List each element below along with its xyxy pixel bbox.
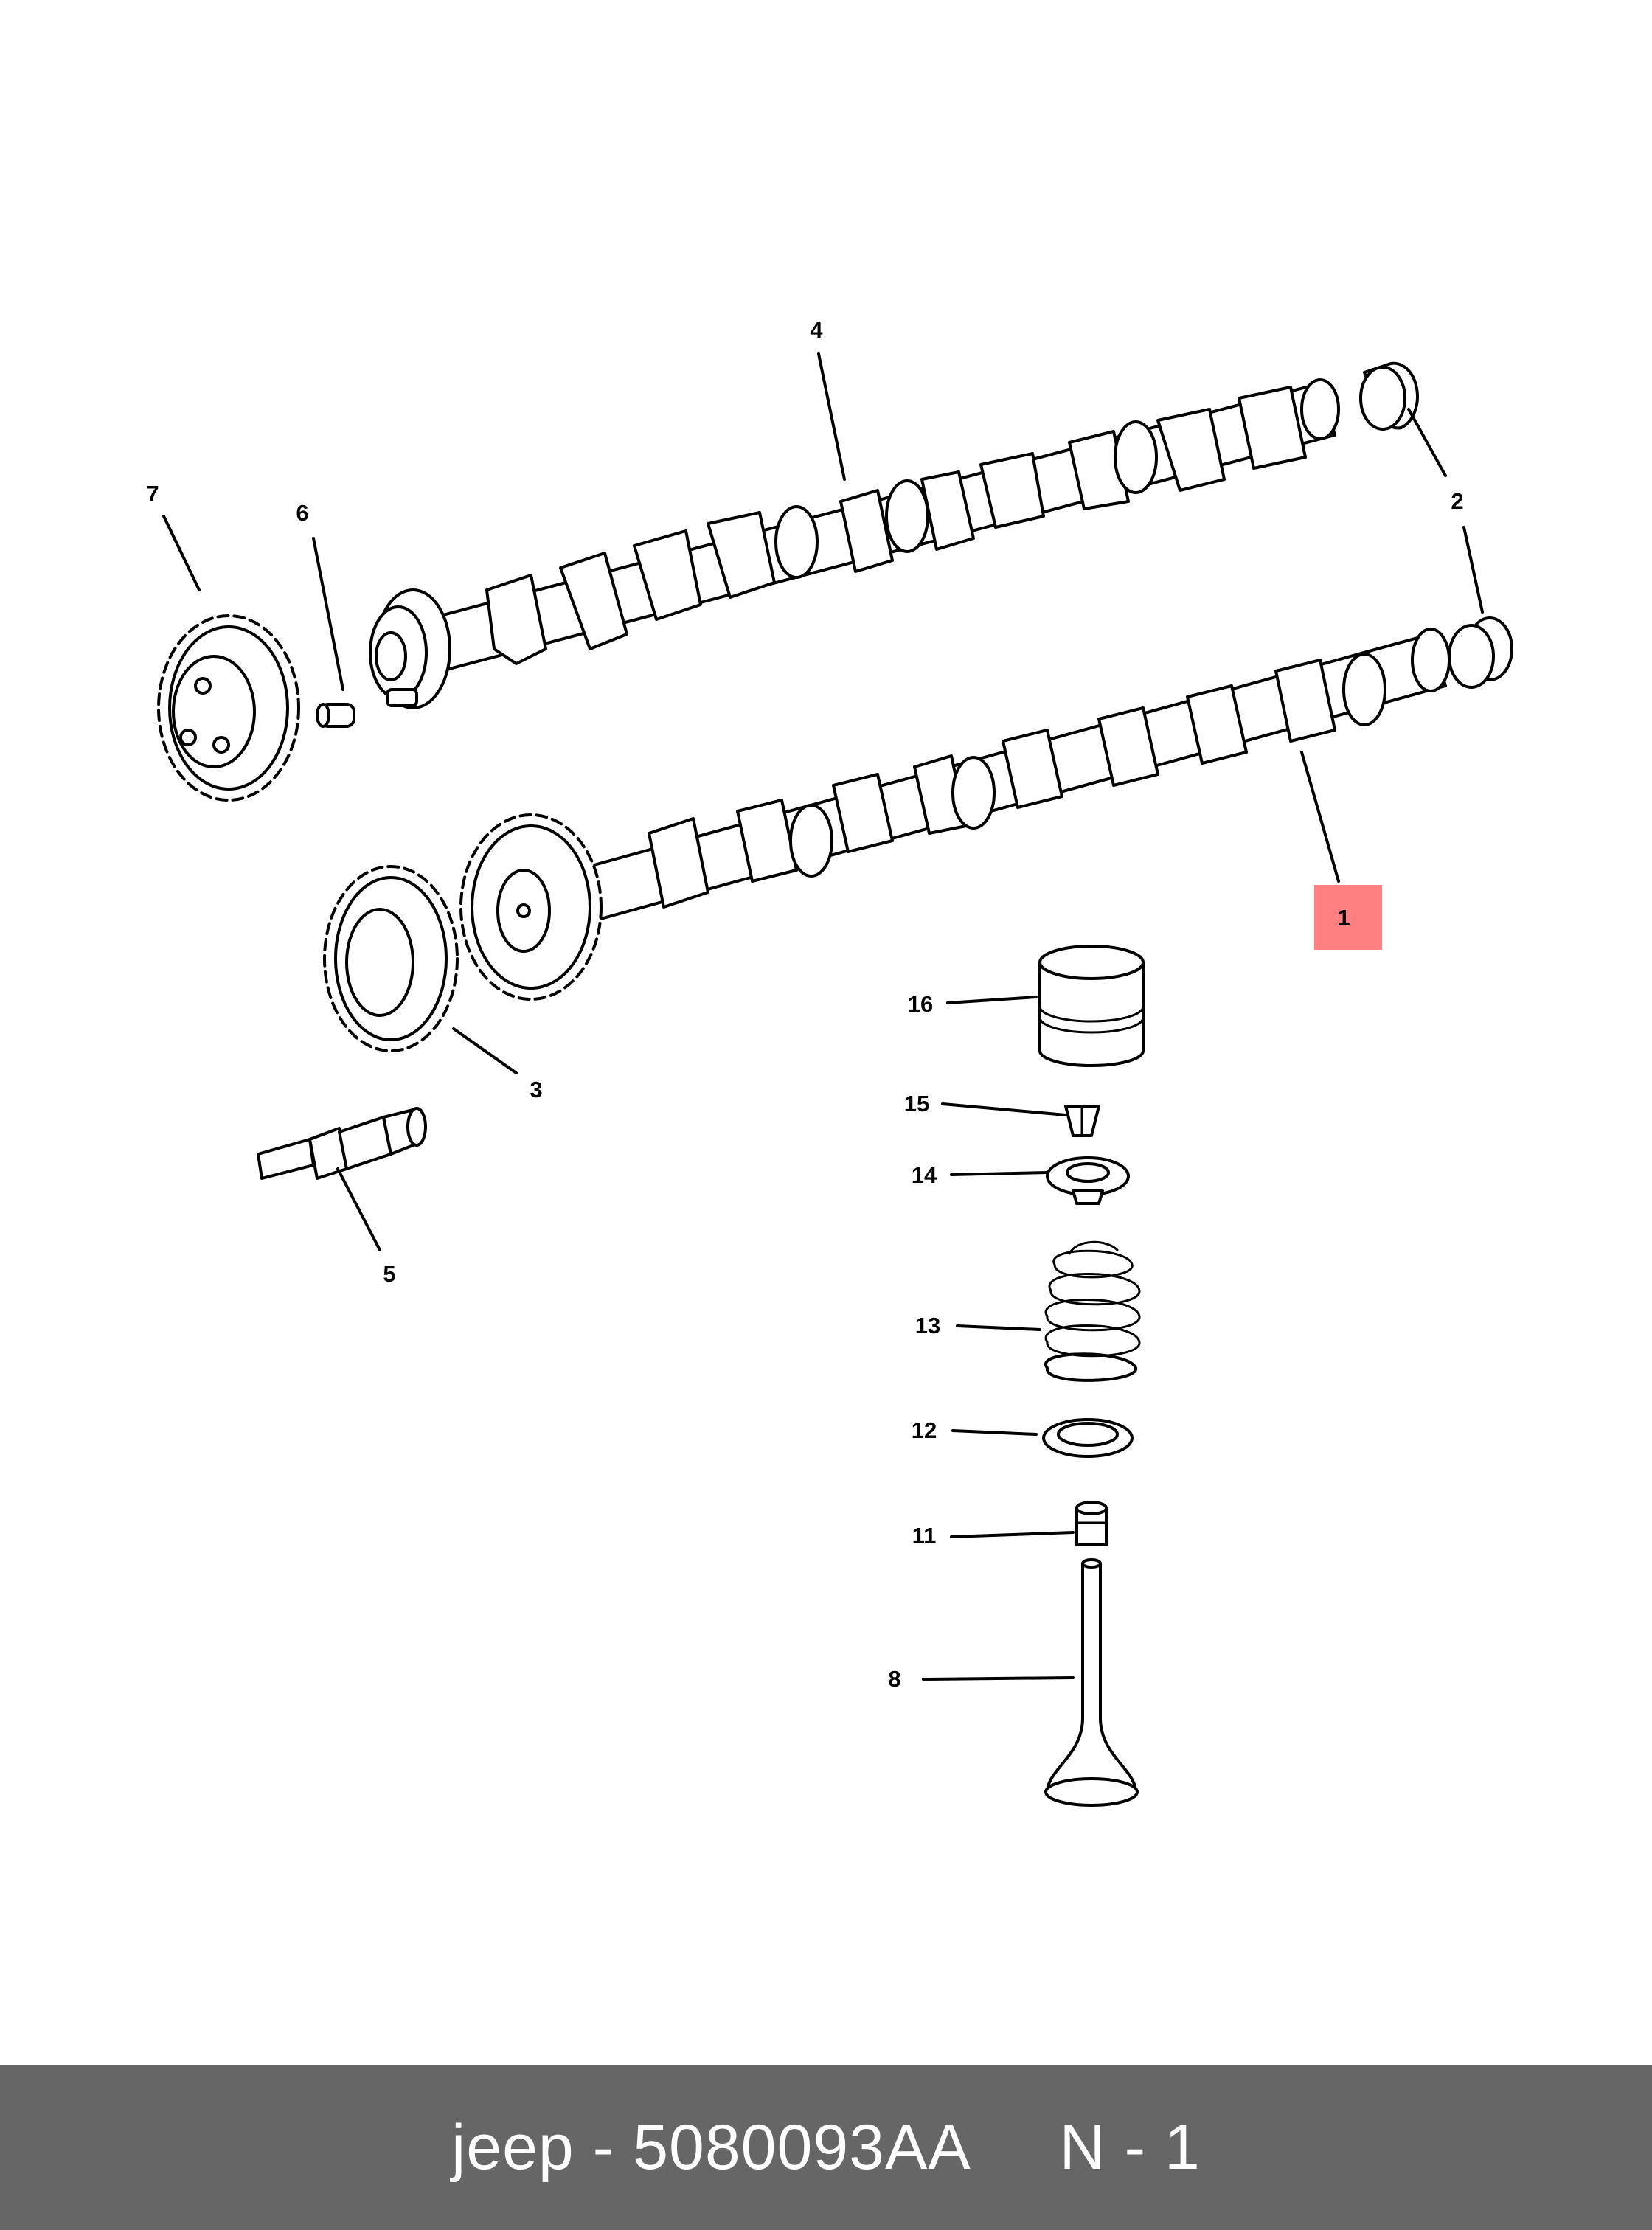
callout-4[interactable]: 4 — [810, 317, 823, 343]
camshaft-lower[interactable] — [574, 628, 1451, 923]
exploded-parts-diagram: 1 2 3 4 5 6 7 8 11 12 13 14 15 16 — [146, 317, 1513, 1807]
callout-7[interactable]: 7 — [146, 481, 159, 507]
gear-sprocket-3[interactable] — [323, 865, 459, 1052]
callout-1[interactable]: 1 — [1337, 905, 1350, 931]
camshaft-upper[interactable] — [369, 378, 1340, 709]
valve-keepers[interactable] — [1064, 1105, 1100, 1137]
dowel-pin[interactable] — [316, 703, 355, 728]
callout-16[interactable]: 16 — [908, 991, 933, 1017]
callout-12[interactable]: 12 — [912, 1417, 937, 1443]
valve-tappet[interactable] — [1038, 945, 1145, 1067]
valve-spring[interactable] — [1044, 1240, 1141, 1382]
valve-spring-retainer[interactable] — [1046, 1156, 1130, 1205]
callout-11[interactable]: 11 — [912, 1523, 937, 1549]
valve-stem-seal[interactable] — [1075, 1501, 1108, 1546]
camshaft-end-cap-upper[interactable] — [1359, 361, 1419, 431]
gear-sprocket-lower[interactable] — [459, 813, 603, 1001]
callout-8[interactable]: 8 — [888, 1666, 900, 1692]
callout-3[interactable]: 3 — [530, 1077, 542, 1102]
camshaft-end-cap-lower[interactable] — [1448, 616, 1513, 689]
part-number-caption: jeep - 5080093AA N - 1 — [451, 2111, 1201, 2183]
gear-sprocket-upper[interactable] — [157, 614, 300, 802]
callout-14[interactable]: 14 — [912, 1162, 937, 1188]
footer-bar: jeep - 5080093AA N - 1 — [0, 2065, 1652, 2230]
callout-6[interactable]: 6 — [296, 500, 308, 526]
callout-2[interactable]: 2 — [1451, 488, 1463, 514]
callout-15[interactable]: 15 — [904, 1091, 929, 1116]
highlight-part-1 — [1314, 885, 1382, 950]
adjuster-bolt[interactable] — [257, 1107, 427, 1180]
callout-13[interactable]: 13 — [915, 1313, 940, 1338]
callout-5[interactable]: 5 — [383, 1261, 395, 1287]
valve[interactable] — [1044, 1558, 1139, 1807]
valve-spring-seat[interactable] — [1042, 1418, 1134, 1458]
